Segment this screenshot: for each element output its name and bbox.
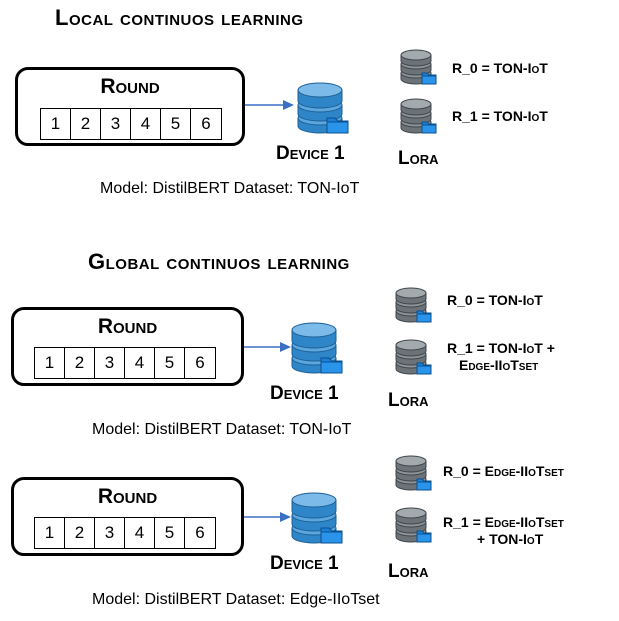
round-cell: 5	[161, 109, 191, 139]
lora-label: Lora	[388, 561, 429, 582]
arrow-icon	[245, 100, 294, 110]
lora-database-icon	[395, 455, 432, 491]
round-cell: 1	[41, 109, 71, 139]
round-cells: 1 2 3 4 5 6	[34, 347, 216, 379]
round-cell: 6	[201, 114, 211, 133]
lora-database-icon	[395, 507, 432, 543]
r0-label: R_0 = TON-IoT	[452, 60, 548, 76]
round-cell: 4	[131, 109, 161, 139]
round-cell: 5	[155, 348, 185, 378]
round-cell: 2	[65, 348, 95, 378]
round-label: Round	[100, 75, 160, 98]
lora-label: Lora	[388, 390, 429, 411]
round-box: Round 1 2 3 4 5 6	[11, 477, 244, 556]
r1-line-1: R_1 = TON-IoT +	[447, 340, 555, 356]
round-cell: 1	[35, 518, 65, 548]
lora-database-icon	[395, 339, 432, 375]
lora-database-icon	[395, 287, 432, 323]
device-label: Device 1	[276, 143, 345, 164]
round-cell: 4	[125, 518, 155, 548]
section-title: Global continuos learning	[88, 249, 350, 274]
r1-line-2: + TON-IoT	[477, 531, 544, 547]
r1-label: R_1 = TON-IoT + Edge-IIoTset	[447, 340, 555, 374]
round-cell: 1	[35, 348, 65, 378]
arrow-icon	[244, 342, 291, 352]
model-dataset-caption: Model: DistilBERT Dataset: TON-IoT	[92, 421, 352, 438]
round-cell: 4	[125, 348, 155, 378]
lora-label: Lora	[398, 148, 439, 169]
device-database-icon	[297, 82, 349, 134]
lora-database-icon	[400, 98, 437, 134]
round-cell: 2	[71, 109, 101, 139]
round-box: Round 1 2 3 4 5 6	[11, 307, 244, 386]
round-cell: 2	[65, 518, 95, 548]
model-dataset-caption: Model: DistilBERT Dataset: TON-IoT	[100, 180, 360, 197]
round-cell: 6	[195, 523, 205, 542]
round-cell: 6	[195, 353, 205, 372]
device-label: Device 1	[270, 383, 339, 404]
device-label: Device 1	[270, 553, 339, 574]
model-dataset-caption: Model: DistilBERT Dataset: Edge-IIoTset	[92, 591, 380, 608]
arrow-icon	[244, 512, 291, 522]
r0-label: R_0 = Edge-IIoTset	[443, 463, 564, 479]
round-box: Round 1 2 3 4 5 6	[15, 67, 245, 146]
r1-label: R_1 = Edge-IIoTset + TON-IoT	[443, 514, 564, 548]
r1-line-1: R_1 = Edge-IIoTset	[443, 514, 564, 530]
r1-line-2: Edge-IIoTset	[459, 357, 539, 373]
round-cell: 3	[95, 348, 125, 378]
round-label: Round	[97, 315, 158, 338]
device-database-icon	[291, 322, 343, 374]
section-title: Local continuos learning	[55, 5, 304, 30]
r1-label: R_1 = TON-IoT	[452, 108, 548, 125]
r0-label: R_0 = TON-IoT	[447, 292, 543, 308]
r1-line-1: R_1 = TON-IoT	[452, 108, 548, 124]
round-cell: 5	[155, 518, 185, 548]
round-cell: 3	[95, 518, 125, 548]
round-label: Round	[97, 485, 158, 508]
lora-database-icon	[400, 49, 437, 85]
round-cell: 3	[101, 109, 131, 139]
round-cells: 1 2 3 4 5 6	[40, 108, 222, 140]
round-cells: 1 2 3 4 5 6	[34, 517, 216, 549]
device-database-icon	[291, 492, 343, 544]
